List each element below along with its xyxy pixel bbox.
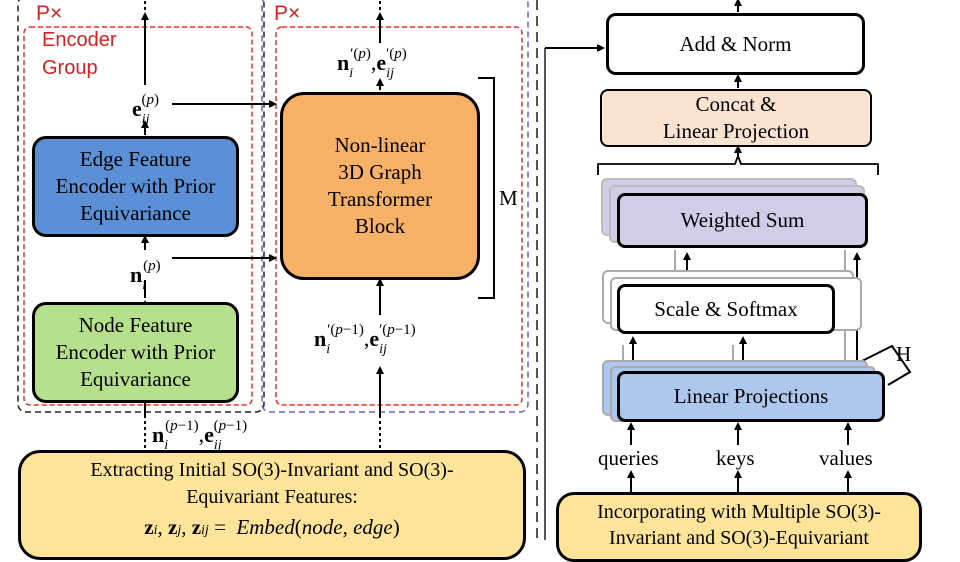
stack-count-label: M <box>499 186 518 210</box>
concat-linear-block: Concat &Linear Projection <box>600 89 872 147</box>
block-input-label: ni′(p−1),eij′(p−1) <box>314 322 416 357</box>
heads-count-label: H <box>896 342 912 366</box>
scale-softmax-block: Scale & Softmax <box>617 284 835 334</box>
block-repeat-frame <box>275 26 523 406</box>
keys-label: keys <box>716 446 755 470</box>
queries-label: queries <box>598 446 659 470</box>
heads-bracket <box>859 344 912 386</box>
linear-projections-block: Linear Projections <box>617 371 885 422</box>
add-norm-block: Add & Norm <box>606 13 865 75</box>
outer-repeat-label: P× <box>36 2 63 25</box>
inner-repeat-label: P× <box>274 2 301 25</box>
heads-brace <box>597 153 879 175</box>
embed-equation: zi, zj, zij = Embed(node, edge) <box>144 515 400 539</box>
stack-bracket <box>478 77 495 299</box>
edge-feature-p-label: eij(p) <box>132 92 160 127</box>
inner-repeat-frame <box>261 0 529 413</box>
block-output-label: ni′(p),eij′(p) <box>337 46 407 81</box>
encoder-group-label-line1: Encoder <box>42 29 117 51</box>
weighted-sum-block: Weighted Sum <box>617 193 868 248</box>
outer-repeat-frame <box>17 0 265 413</box>
encoder-group-frame <box>23 26 253 406</box>
values-label: values <box>819 446 873 470</box>
encoder-input-label: ni(p−1),eij(p−1) <box>152 418 248 453</box>
encoder-group-label-line2: Group <box>42 57 98 79</box>
extract-features-block: Extracting Initial SO(3)-Invariant and S… <box>18 450 526 560</box>
node-feature-p-label: ni(p) <box>130 258 161 293</box>
incorporating-block: Incorporating with Multiple SO(3)- Invar… <box>556 492 922 562</box>
connector-layer <box>17 0 912 540</box>
